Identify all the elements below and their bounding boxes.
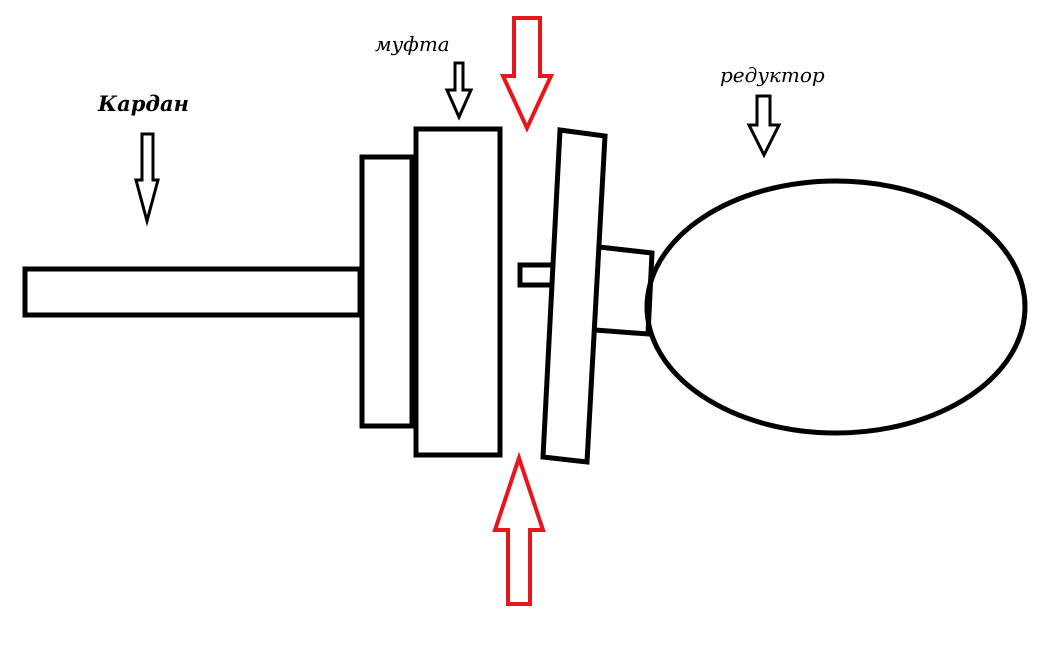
gap-arrow-top (499, 16, 555, 133)
coupling-pointer-arrow (444, 61, 474, 121)
coupling-flange (413, 126, 503, 458)
gap-arrow-bottom (492, 451, 546, 606)
coupling-hub (359, 154, 415, 429)
cardan-pointer-arrow (134, 132, 160, 227)
gearbox-flange (540, 127, 608, 465)
cardan-shaft (22, 266, 363, 318)
gearbox-body (644, 178, 1028, 436)
gearbox-pin (517, 262, 553, 288)
gearbox-pointer-arrow (746, 94, 782, 159)
label-coupling: муфта (375, 32, 450, 56)
label-gearbox: редуктор (720, 63, 825, 87)
gearbox-input-shaft (594, 244, 655, 337)
label-cardan: Кардан (97, 91, 189, 116)
